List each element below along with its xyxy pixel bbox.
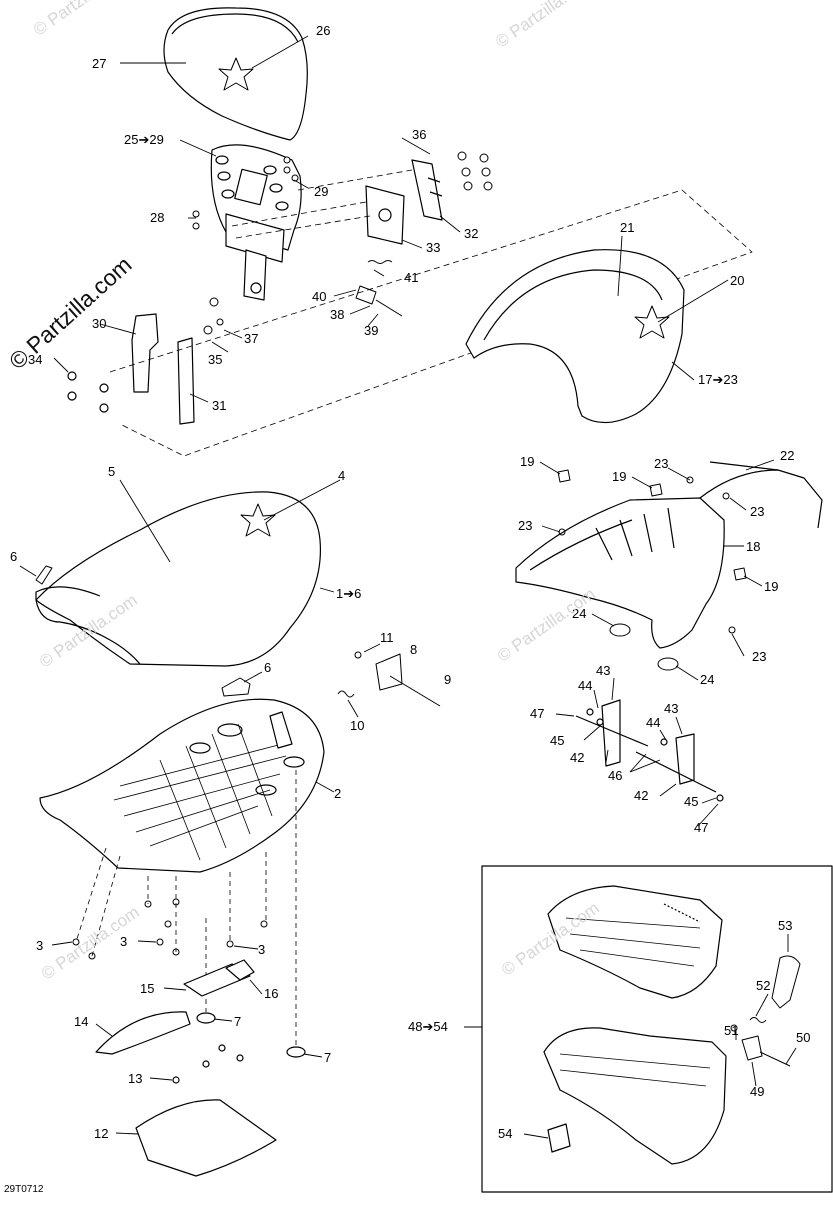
callout: 24 (572, 606, 586, 621)
callout: 5 (108, 464, 115, 479)
callout: 23 (518, 518, 532, 533)
callout: 32 (464, 226, 478, 241)
backrest-cushion (163, 7, 308, 141)
callout: 46 (608, 768, 622, 783)
leader-lines (19, 35, 797, 1139)
callout: 49 (750, 1084, 764, 1099)
callout: 43 (596, 663, 610, 678)
rack-hardware (557, 469, 747, 671)
seat-hardware (35, 565, 441, 960)
callout: 29 (314, 184, 328, 199)
callout: 6 (264, 660, 271, 675)
storage-bin (543, 1027, 727, 1165)
latch-parts (730, 955, 801, 1067)
rear-rack (515, 461, 823, 649)
callout: 50 (796, 1030, 810, 1045)
callout: 23 (750, 504, 764, 519)
callout: 54 (498, 1126, 512, 1141)
callout: 7 (324, 1050, 331, 1065)
callout: 44 (578, 678, 592, 693)
callout: 37 (244, 331, 258, 346)
callout: 19 (764, 579, 778, 594)
callout: 42 (634, 788, 648, 803)
callout: 48➔54 (408, 1019, 448, 1034)
callout: 45 (684, 794, 698, 809)
callout: 10 (350, 718, 364, 733)
callout: 23 (654, 456, 668, 471)
backrest-bracket (365, 159, 443, 245)
backrest-frame (210, 144, 302, 301)
drawing-code: 29T0712 (4, 1184, 44, 1195)
callout: 15 (140, 981, 154, 996)
callout: 4 (338, 468, 345, 483)
callout: 14 (74, 1014, 88, 1029)
callout: 18 (746, 539, 760, 554)
callout: 25➔29 (124, 132, 164, 147)
callout: 3 (36, 938, 43, 953)
callout-labels: 1➔6 2 3 3 3 4 5 6 6 7 7 8 9 10 11 12 13 … (10, 23, 810, 1141)
callout: 51 (724, 1023, 738, 1038)
star-logo-icon (240, 503, 276, 537)
callout: 1➔6 (336, 586, 361, 601)
seat-cushion (35, 491, 322, 667)
callout: 11 (380, 630, 394, 645)
storage-lid (547, 885, 723, 999)
callout: 39 (364, 323, 378, 338)
callout: 33 (426, 240, 440, 255)
backrest-posts (67, 313, 195, 425)
callout: 34 (28, 352, 42, 367)
callout: 27 (92, 56, 106, 71)
callout: 41 (404, 270, 418, 285)
callout: 42 (570, 750, 584, 765)
callout: 52 (756, 978, 770, 993)
callout: 31 (212, 398, 226, 413)
callout: 20 (730, 273, 744, 288)
callout: 3 (258, 942, 265, 957)
callout: 28 (150, 210, 164, 225)
callout: 36 (412, 127, 426, 142)
under-seat-parts (95, 959, 306, 1177)
callout: 44 (646, 715, 660, 730)
callout: 23 (752, 649, 766, 664)
callout: 12 (94, 1126, 108, 1141)
callout: 19 (612, 469, 626, 484)
callout: 8 (410, 642, 417, 657)
callout: 19 (520, 454, 534, 469)
assembly-dash-lines (109, 169, 753, 457)
callout: 45 (550, 733, 564, 748)
callout: 3 (120, 934, 127, 949)
callout: 21 (620, 220, 634, 235)
callout: 43 (664, 701, 678, 716)
star-logo-icon (218, 57, 254, 91)
callout: 26 (316, 23, 330, 38)
callout: 6 (10, 549, 17, 564)
callout: 2 (334, 786, 341, 801)
callout: 9 (444, 672, 451, 687)
callout: 13 (128, 1071, 142, 1086)
passenger-backrest-shell (465, 249, 685, 424)
callout: 30 (92, 316, 106, 331)
seat-base-pan (39, 698, 325, 873)
callout: 38 (330, 307, 344, 322)
callout: 7 (234, 1014, 241, 1029)
inset-box (481, 865, 833, 1193)
callout: 22 (780, 448, 794, 463)
callout: 47 (694, 820, 708, 835)
callout: 24 (700, 672, 714, 687)
seat-dash-lines (75, 770, 297, 1048)
backrest-hardware (192, 151, 493, 335)
rack-posts (575, 699, 724, 802)
callout: 16 (264, 986, 278, 1001)
callout: 35 (208, 352, 222, 367)
callout: 40 (312, 289, 326, 304)
callout: 17➔23 (698, 372, 738, 387)
callout: 53 (778, 918, 792, 933)
callout: 47 (530, 706, 544, 721)
